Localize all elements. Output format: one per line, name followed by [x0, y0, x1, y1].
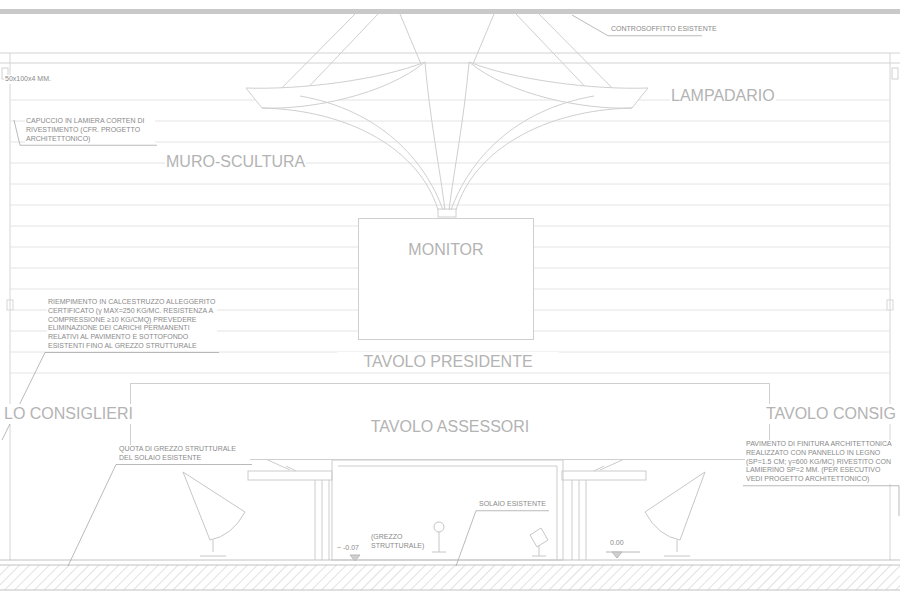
ceiling: [0, 9, 900, 14]
ceiling: [0, 53, 900, 54]
note-label: SOLAIO ESISTENTE: [478, 500, 547, 509]
note-label: PAVIMENTO DI FINITURA ARCHITETTONICA REA…: [745, 440, 897, 484]
desks: [248, 471, 332, 480]
wall-frame: [890, 53, 891, 560]
chandelier: [438, 209, 456, 217]
desks: [248, 452, 646, 560]
level-label: 0.00: [609, 539, 625, 548]
level-label: (GREZZO STRUTTURALE): [370, 533, 436, 551]
sculpture-wall-lines: [10, 100, 890, 373]
chairs: [200, 540, 226, 556]
leader-line: [68, 465, 252, 567]
monitor-box: MONITOR: [358, 218, 534, 340]
wall-frame: [10, 53, 11, 560]
chandelier: [469, 62, 648, 108]
ground-slab: [0, 565, 900, 590]
leader-line: [743, 486, 899, 516]
ground-slab: [0, 590, 900, 591]
floor-lights: [532, 545, 546, 556]
part-label: TAVOLO PRESIDENTE: [337, 352, 559, 372]
level-label: ~ -0.07: [336, 544, 360, 553]
floor-lights: [530, 528, 548, 547]
chandelier: [246, 62, 425, 108]
chandelier: [262, 62, 445, 210]
dimension-label: 50x100x4 MM.: [4, 75, 52, 84]
note-label: RIEMPIMENTO IN CALCESTRUZZO ALLEGGERITO …: [47, 298, 217, 351]
ceiling: [0, 9, 900, 79]
chandelier: [449, 62, 632, 210]
node-label: TAVOLO ASSESSORI: [131, 418, 769, 436]
wall-frame: [887, 300, 893, 310]
note-label: QUOTA DI GREZZO STRUTTURALE DEL SOLAIO E…: [118, 445, 250, 463]
ceiling: [0, 63, 900, 64]
chairs: [183, 472, 705, 556]
ground-slab: [0, 560, 900, 561]
chandelier: [246, 14, 648, 217]
ground-slab: [0, 560, 900, 590]
part-label: LO CONSIGLIERI: [3, 404, 134, 424]
part-label: MURO-SCULTURA: [165, 152, 306, 172]
leader-line: [456, 511, 549, 566]
desks: [315, 480, 586, 560]
chairs: [664, 540, 690, 556]
level-markers: [612, 552, 622, 558]
node-label: MONITOR: [359, 241, 533, 259]
chairs: [183, 472, 245, 540]
desks: [562, 471, 646, 480]
part-label: LAMPADARIO: [670, 86, 776, 106]
desks: [338, 466, 557, 560]
note-label: CAPUCCIO IN LAMIERA CORTEN DI RIVESTIMEN…: [25, 117, 155, 143]
desks: [332, 460, 563, 560]
ceiling: [892, 68, 898, 79]
sculpture-wall-lines: [10, 100, 890, 373]
part-label: TAVOLO CONSIG: [765, 404, 897, 424]
wall-frame: [7, 53, 893, 560]
wall-frame: [7, 300, 13, 310]
chairs: [645, 472, 705, 540]
floor-lights: [432, 522, 548, 556]
note-label: CONTROSOFFITTO ESISTENTE: [610, 25, 718, 34]
floor-lights: [434, 522, 444, 532]
ground-slab: [0, 565, 900, 566]
